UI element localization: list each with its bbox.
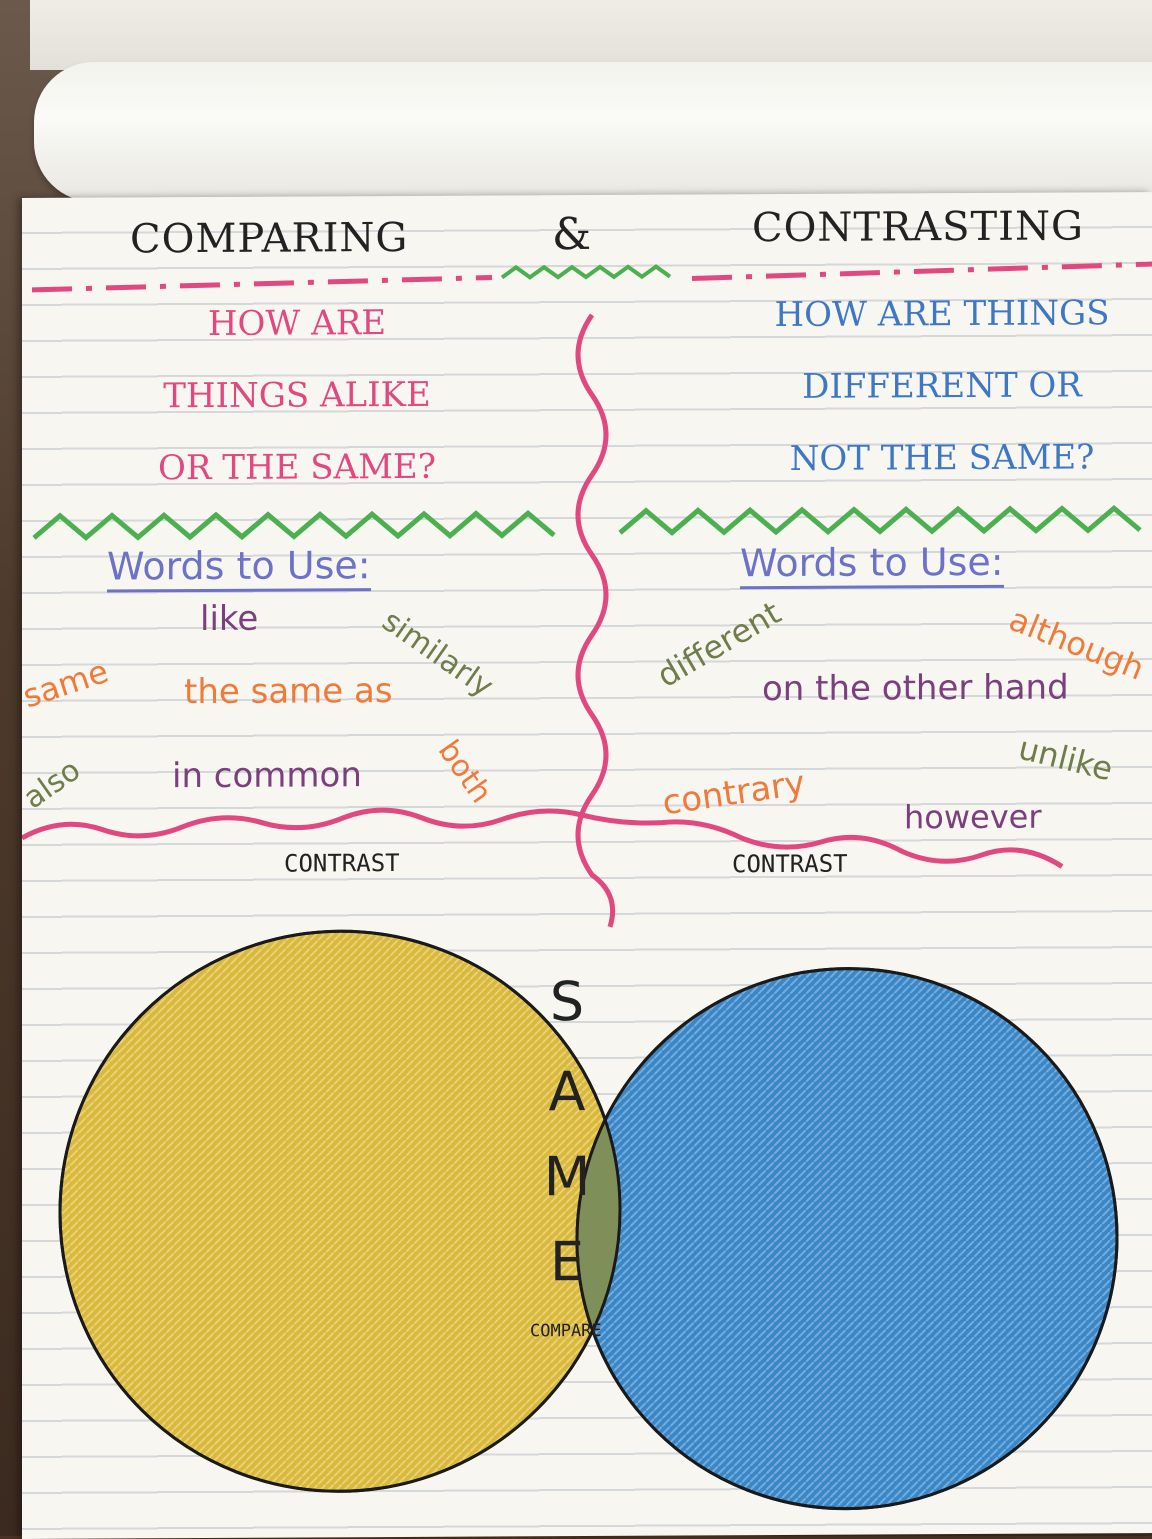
title-divider-right xyxy=(691,261,1152,281)
venn-center-label: COMPARE xyxy=(530,1320,602,1342)
title-ampersand: & xyxy=(552,208,593,261)
compare-question-line-2: THINGS ALIKE xyxy=(163,374,431,417)
easel-board xyxy=(30,0,1152,70)
compare-question-line-3: OR THE SAME? xyxy=(158,446,436,489)
title-zigzag xyxy=(500,264,672,280)
paper-roll-flap xyxy=(34,62,1152,202)
title-left: COMPARING xyxy=(130,214,409,263)
venn-center-letter-m: M xyxy=(543,1144,591,1209)
contrast-question-line-2: DIFFERENT OR xyxy=(802,365,1082,407)
compare-words-heading: Words to Use: xyxy=(107,543,371,593)
venn-center-letter-e: E xyxy=(549,1230,585,1294)
contrast-question-line-1: HOW ARE THINGS xyxy=(774,293,1110,336)
title-right: CONTRASTING xyxy=(752,203,1084,252)
contrast-word-on-the-other-hand: on the other hand xyxy=(762,667,1069,710)
compare-question-line-1: HOW ARE xyxy=(207,303,387,344)
compare-zigzag xyxy=(32,510,556,541)
chart-drawings xyxy=(22,261,1152,1511)
compare-word-in-common: in common xyxy=(172,755,362,797)
contrast-words-heading: Words to Use: xyxy=(740,540,1004,590)
compare-word-the-same-as: the same as xyxy=(184,671,393,713)
venn-left-label: CONTRAST xyxy=(284,848,400,878)
venn-right-label: CONTRAST xyxy=(732,849,848,879)
venn-left-outline xyxy=(58,929,622,1493)
contrast-word-however: however xyxy=(904,797,1042,837)
chart-paper-sheet: COMPARING & CONTRASTING HOW ARE THINGS A… xyxy=(17,192,1152,1539)
title-divider-left xyxy=(31,274,493,293)
venn-right-outline xyxy=(575,967,1119,1511)
compare-word-like: like xyxy=(200,598,259,640)
contrast-zigzag xyxy=(618,504,1142,536)
contrast-question-line-3: NOT THE SAME? xyxy=(789,437,1095,479)
vertical-wavy-divider xyxy=(575,313,616,928)
horizontal-wavy-divider xyxy=(22,807,1064,869)
venn-center-letter-s: S xyxy=(549,970,585,1034)
venn-center-letter-a: A xyxy=(548,1060,586,1124)
